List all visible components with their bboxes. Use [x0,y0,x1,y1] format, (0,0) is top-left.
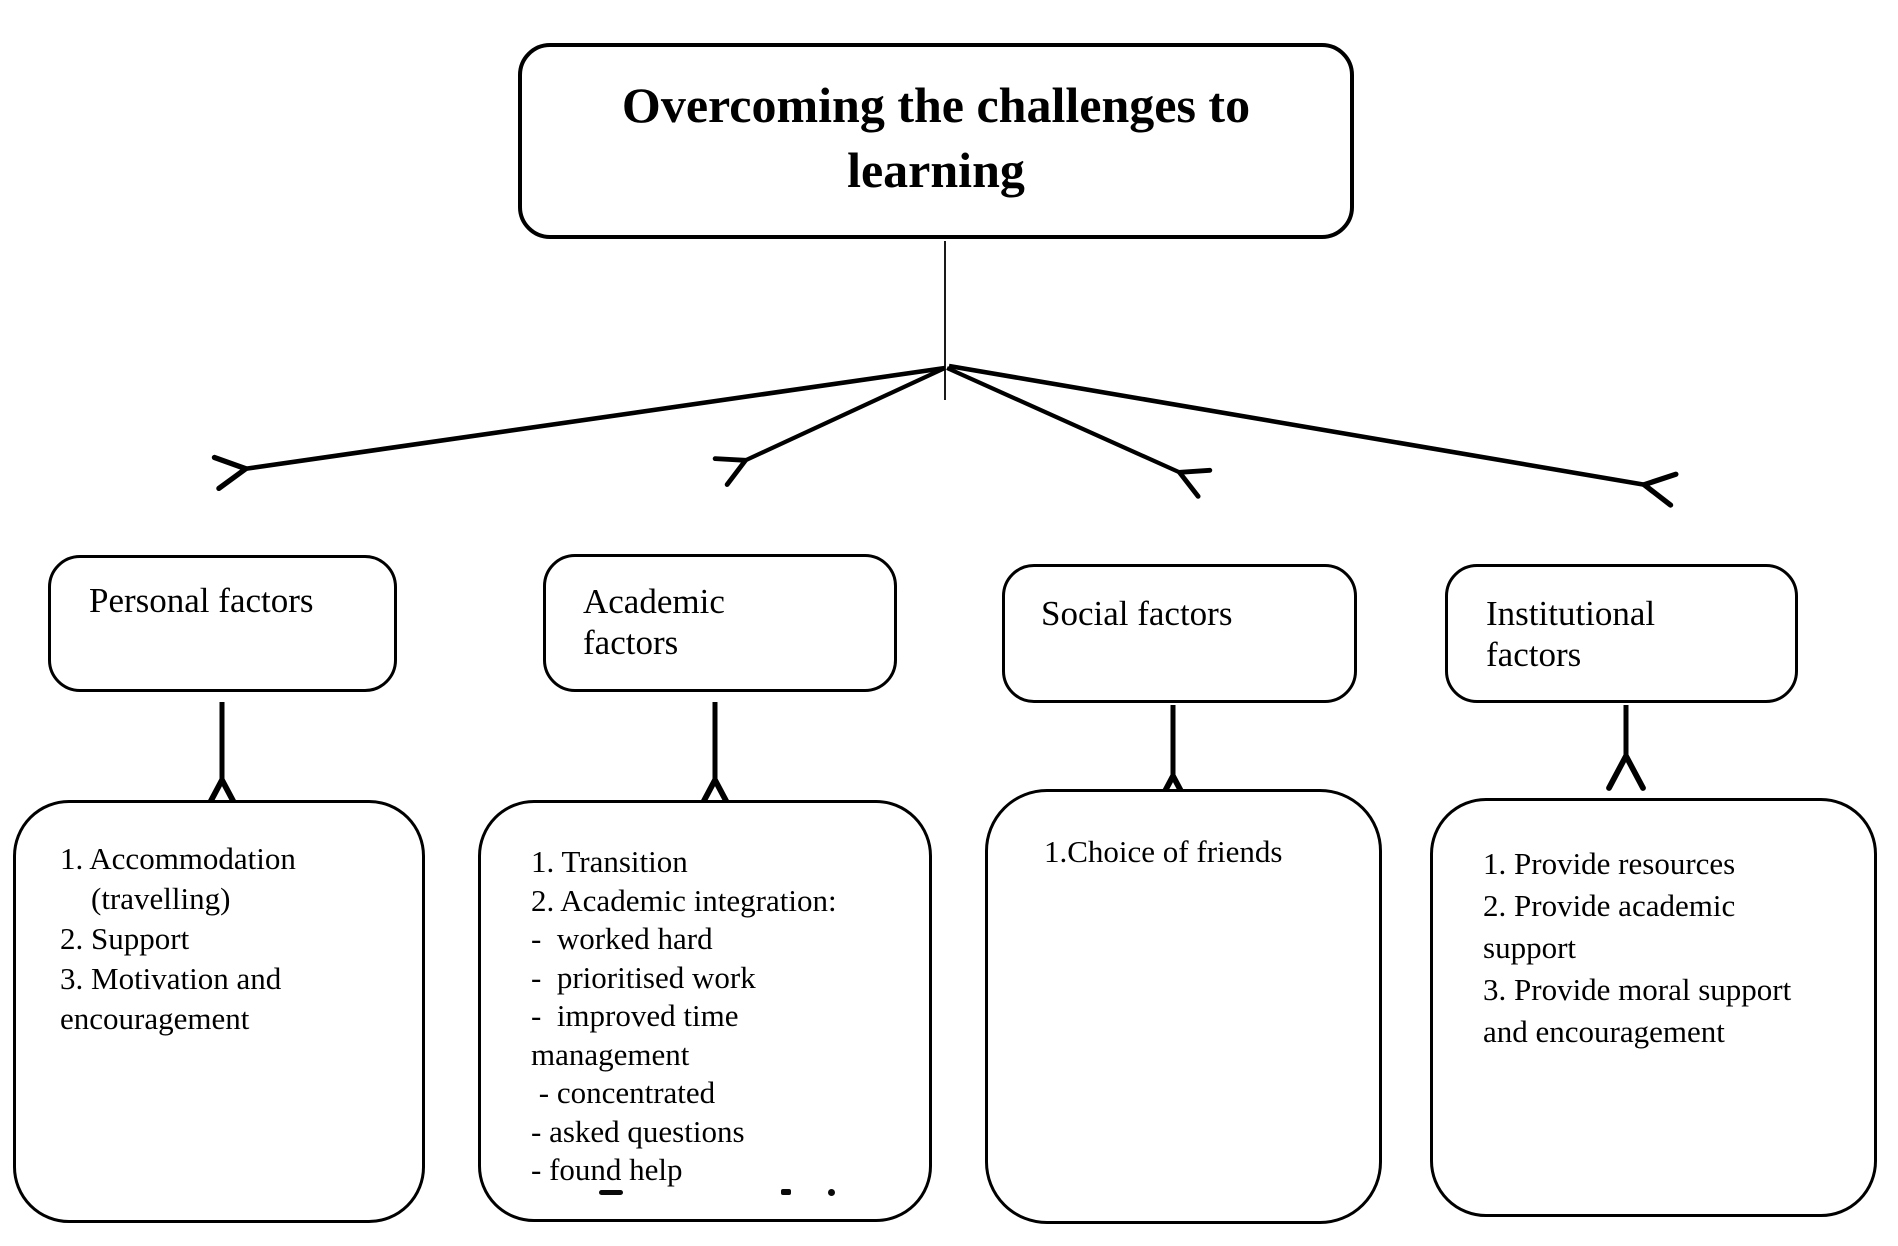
personal-items-list: 1. Accommodation (travelling) 2. Support 3… [16,803,422,1039]
list-line: 2. Provide academic [1483,888,1736,923]
factor-box-institutional: Institutional factors [1445,564,1798,703]
institutional-items-list: 1. Provide resources 2. Provide academic s… [1433,801,1874,1053]
list-line: - worked hard [531,921,713,956]
arrow-to-personal [244,365,946,469]
list-line: - concentrated [531,1075,716,1110]
list-line: 3. Motivation and [60,961,282,996]
diagram-title: Overcoming the challenges to learning [621,77,1251,198]
list-line: 2. Academic integration: [531,882,837,918]
content-box-social: 1.Choice of friends [985,789,1382,1224]
list-line: and encouragement [1483,1014,1725,1049]
list-line: - asked questions [531,1113,745,1149]
list-line: 3. Provide moral support [1483,972,1792,1007]
factor-box-social: Social factors [1002,564,1357,703]
factor-box-personal: Personal factors [48,555,397,692]
clipped-text-fragments [481,1188,929,1198]
factor-label-academic: Academic factors [583,582,725,663]
content-box-personal: 1. Accommodation (travelling) 2. Support 3… [13,800,425,1223]
arrow-to-institutional [948,363,1646,485]
list-line: 1.Choice of friends [1044,834,1283,869]
arrow-to-academic [744,366,946,461]
factor-box-academic: Academic factors [543,554,897,692]
list-line: - found help [531,1152,683,1187]
social-items-list: 1.Choice of friends [988,792,1379,872]
list-line: 1. Accommodation [60,841,296,876]
factor-label-institutional: Institutional factors [1486,594,1656,675]
list-line: 1. Transition [531,844,688,879]
title-box: Overcoming the challenges to learning [518,43,1354,239]
arrow-to-social [946,366,1181,473]
list-line: support [1483,930,1576,965]
list-line: - prioritised work [531,959,756,995]
factor-label-social: Social factors [1041,594,1233,633]
list-line: 1. Provide resources [1483,846,1736,881]
list-line: 2. Support [60,921,190,956]
list-line: encouragement [60,1001,250,1036]
factor-label-personal: Personal factors [89,581,314,620]
list-line: (travelling) [60,881,231,916]
list-line: - improved time [531,998,739,1033]
list-line: management [531,1036,690,1072]
content-box-institutional: 1. Provide resources 2. Provide academic s… [1430,798,1877,1217]
